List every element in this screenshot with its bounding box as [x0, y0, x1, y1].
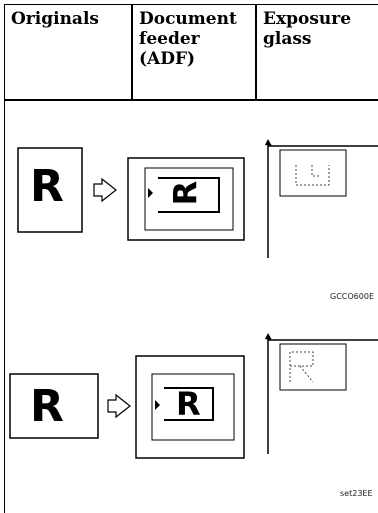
header-exposure-glass: Exposure glass: [263, 9, 352, 49]
original-letter: R: [30, 381, 64, 432]
figure-code-1: GCCO600E: [330, 292, 374, 301]
header-divider: [5, 99, 378, 101]
column-divider-2: [255, 5, 257, 101]
header-originals: Originals: [11, 9, 99, 29]
figure-code-2: set23EE: [340, 489, 373, 498]
adf-letter: R: [176, 385, 201, 423]
orientation-table: Originals Document feeder (ADF) Exposure…: [4, 4, 378, 513]
header-document-feeder: Document feeder (ADF): [139, 9, 237, 69]
original-letter: R: [30, 161, 64, 212]
column-divider-1: [131, 5, 133, 101]
